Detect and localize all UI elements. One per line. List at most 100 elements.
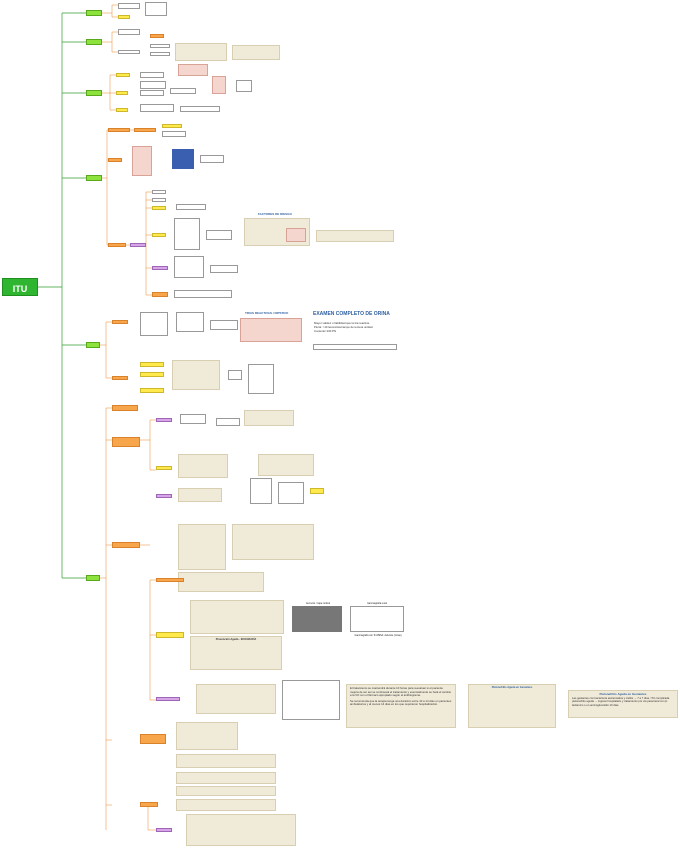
branch-tratamiento[interactable] bbox=[86, 575, 100, 581]
cultivo-note-2 bbox=[248, 364, 274, 394]
trat-card-8 bbox=[190, 600, 284, 634]
tiras-title: TIRAS REACTIVAS / DIPSTICK bbox=[245, 311, 289, 315]
clasificacion-image bbox=[178, 64, 208, 76]
etiologia-note-4 bbox=[170, 88, 196, 94]
trat-yellow-2 bbox=[310, 488, 324, 494]
cultivo-yellow-1 bbox=[140, 362, 164, 367]
branch-definicion[interactable] bbox=[86, 10, 102, 16]
tratamiento-text-2: Se recomienda que la terapia tenga una d… bbox=[350, 698, 452, 707]
trat-orange-6 bbox=[140, 802, 158, 807]
examen-bullets: Mayor validez o fiabilidad que la tira r… bbox=[313, 320, 395, 342]
factores-item-1 bbox=[152, 190, 166, 194]
trat-card-10 bbox=[176, 722, 238, 750]
prevencion-title: Prevención Aguda - ECOGRAFÍA bbox=[215, 637, 257, 641]
etiologia-note-6 bbox=[236, 80, 252, 92]
diag-orange-1 bbox=[112, 320, 128, 324]
prevencion-card: Prevención Aguda - ECOGRAFÍA bbox=[190, 636, 282, 670]
clasificacion-card-1 bbox=[175, 43, 227, 61]
trat-card-4 bbox=[178, 488, 222, 502]
fisio-orange-2 bbox=[134, 128, 156, 132]
pielo-title: Pielonefritis Aguda en Gestantes bbox=[599, 692, 647, 696]
definicion-note-2 bbox=[145, 2, 167, 16]
etiologia-note-2 bbox=[140, 81, 166, 89]
clasificacion-tag-1 bbox=[150, 34, 164, 38]
root-node-itu[interactable]: ITU bbox=[2, 278, 38, 296]
diag-dipstick-image bbox=[176, 312, 204, 332]
trat-orange-3 bbox=[112, 542, 140, 548]
fisio-orange-3 bbox=[108, 158, 122, 162]
trat-card-11 bbox=[176, 754, 276, 768]
factores-item-3 bbox=[152, 206, 166, 210]
fisio-yellow-1 bbox=[162, 124, 182, 128]
factores-item-3-note bbox=[176, 204, 206, 210]
factores-item-6 bbox=[152, 292, 168, 297]
fisio-blue-card bbox=[172, 149, 194, 169]
examen-footer bbox=[313, 344, 397, 350]
trat-card-6 bbox=[232, 524, 314, 560]
fisio-kidney-image bbox=[132, 146, 152, 176]
imaging-scan bbox=[350, 606, 404, 632]
trat-card-14 bbox=[176, 799, 276, 811]
trat-note-4 bbox=[278, 482, 304, 504]
trat-purple-3 bbox=[156, 697, 180, 701]
trat-orange-1 bbox=[112, 405, 138, 411]
etiologia-note-7 bbox=[180, 106, 220, 112]
etiologia-tag-1 bbox=[116, 73, 130, 77]
trat-orange-2 bbox=[112, 437, 140, 447]
trat-card-13 bbox=[176, 786, 276, 796]
clasificacion-note-1 bbox=[118, 29, 140, 35]
factores-note-2 bbox=[174, 256, 204, 278]
branch-clasificacion[interactable] bbox=[86, 39, 102, 45]
clasificacion-note-3 bbox=[150, 44, 170, 48]
cultivo-orange bbox=[112, 376, 128, 380]
pielonefritis-card-2: Pielonefritis Aguda en Gestantes Las ges… bbox=[568, 690, 678, 718]
pielonefritis-card-1: Pielonefritis Aguda en Gestantes bbox=[468, 684, 556, 728]
cultivo-note-1 bbox=[228, 370, 242, 380]
factores-note-3 bbox=[210, 265, 238, 273]
trat-card-9 bbox=[196, 684, 276, 714]
cultivo-table bbox=[172, 360, 220, 390]
definicion-tag bbox=[118, 15, 130, 19]
trat-note-2 bbox=[216, 418, 240, 426]
factores-title: FACTORES DE RIESGO bbox=[258, 212, 292, 216]
trat-card-12 bbox=[176, 772, 276, 784]
trat-card-2 bbox=[178, 454, 228, 478]
factores-item-4 bbox=[152, 233, 166, 237]
trat-purple-1 bbox=[156, 418, 172, 422]
cultivo-yellow-3 bbox=[140, 388, 164, 393]
factores-item-2 bbox=[152, 198, 166, 202]
imaging-bottom-caption: Gammagrafía con Tc-DMSA: defectos (zonas… bbox=[354, 634, 402, 637]
etiologia-image bbox=[212, 76, 226, 94]
trat-tree-2 bbox=[282, 680, 340, 720]
trat-card-5 bbox=[178, 524, 226, 570]
pielo-card-1-title: Pielonefritis Aguda en Gestantes bbox=[491, 685, 533, 689]
factores-tree bbox=[174, 218, 200, 250]
branch-etiologia[interactable] bbox=[86, 90, 102, 96]
trat-purple-2 bbox=[156, 494, 172, 498]
trat-purple-4 bbox=[156, 828, 172, 832]
tratamiento-text-1: El tratamiento se mantendrá durante 10 h… bbox=[350, 686, 452, 698]
imaging-ct bbox=[292, 606, 342, 632]
etiologia-note-1 bbox=[140, 72, 164, 78]
trat-card-7 bbox=[178, 572, 264, 592]
branch-diagnostico[interactable] bbox=[86, 342, 100, 348]
clasificacion-note-4 bbox=[150, 52, 170, 56]
factores-purple bbox=[130, 243, 146, 247]
fisio-orange-4 bbox=[108, 243, 126, 247]
branch-fisiopatologia[interactable] bbox=[86, 175, 102, 181]
examen-bullet-1: Mayor validez o fiabilidad que la tira r… bbox=[314, 320, 370, 325]
trat-card-1 bbox=[244, 410, 294, 426]
clasificacion-note-2 bbox=[118, 50, 140, 54]
pielo-text: Las gestantes con bacteriuria asintomáti… bbox=[572, 697, 670, 707]
etiologia-tag-3 bbox=[116, 108, 128, 112]
factores-note-1 bbox=[206, 230, 232, 240]
trat-orange-5 bbox=[140, 734, 166, 744]
trat-yellow-3 bbox=[156, 632, 184, 638]
cultivo-yellow-2 bbox=[140, 372, 164, 377]
etiologia-note-5 bbox=[140, 104, 174, 112]
examen-title: EXAMEN COMPLETO DE ORINA bbox=[313, 311, 390, 317]
examen-bullet-2: Piuria: >10 leucocitos/campo de tercera … bbox=[314, 324, 374, 329]
factores-image bbox=[286, 228, 306, 242]
